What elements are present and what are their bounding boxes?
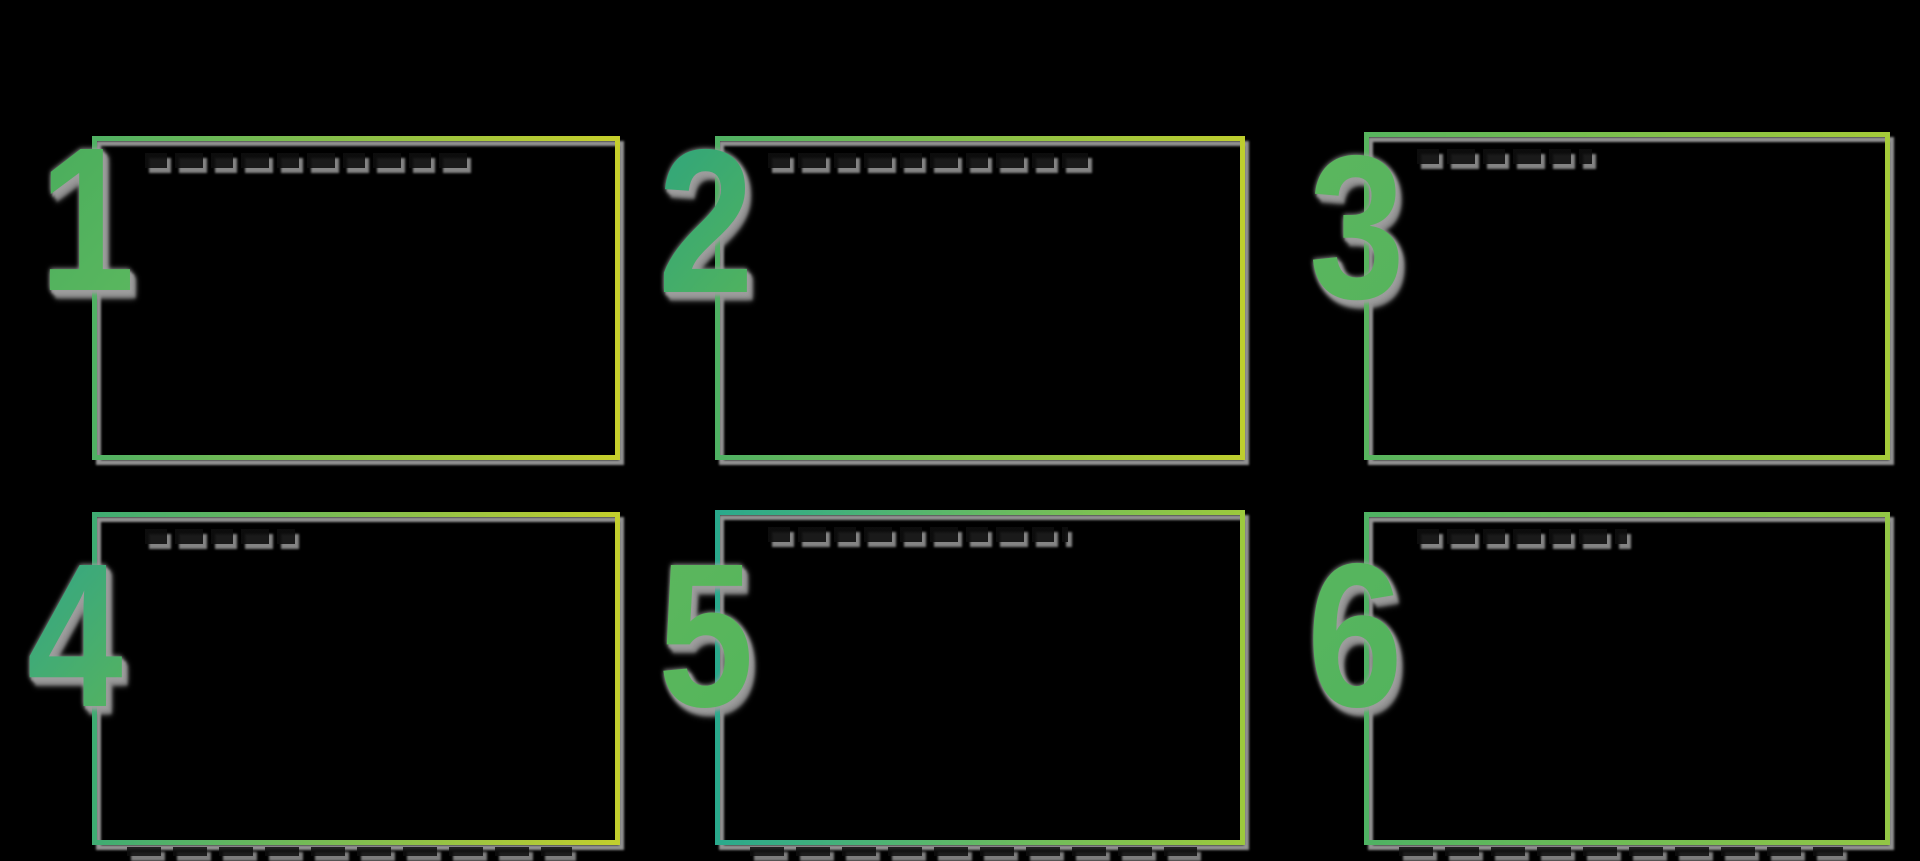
step-box-4: 4 [27, 512, 620, 856]
step-box-5: 5 [658, 510, 1245, 856]
illegible-cropped-text [127, 847, 573, 856]
illegible-cropped-text [1399, 847, 1843, 856]
illegible-heading-text [1417, 529, 1627, 544]
step-number-6: 6 [1307, 521, 1403, 750]
step-number-2: 2 [658, 107, 754, 336]
illegible-heading-text [1417, 149, 1592, 164]
illegible-heading-text [768, 153, 1088, 168]
step-number-1: 1 [39, 105, 135, 334]
step-box-3: 3 [1309, 125, 1890, 460]
illegible-heading-text [145, 529, 295, 544]
step-box-6: 6 [1307, 512, 1890, 856]
step-box-1: 1 [39, 117, 620, 460]
illegible-heading-text [768, 527, 1068, 542]
illegible-cropped-text [750, 847, 1198, 856]
step-box-2: 2 [658, 119, 1245, 460]
step-number-5: 5 [658, 521, 754, 750]
illegible-heading-text [145, 153, 475, 168]
step-number-3: 3 [1309, 113, 1405, 342]
step-number-4: 4 [27, 521, 123, 750]
